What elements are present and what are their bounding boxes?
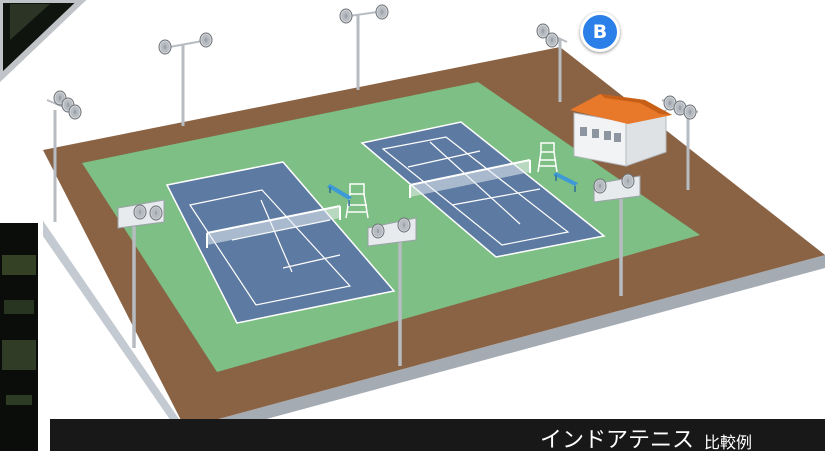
tennis-net-right [409, 159, 531, 198]
lighting-pole-icon [46, 89, 83, 222]
lighting-pole-icon [367, 216, 417, 366]
umpire-chair-icon [537, 142, 558, 173]
clubhouse-icon [570, 94, 672, 167]
bench-icon [327, 184, 352, 206]
lighting-pole-icon [157, 31, 214, 126]
lighting-pole-icon [117, 199, 165, 348]
photo-thumbnail-top-left [0, 0, 87, 83]
caption-title: インドアテニス [540, 428, 695, 451]
lighting-pole-icon [661, 94, 699, 190]
bench-icon [553, 172, 578, 192]
caption-subtitle: 比較例 [704, 433, 753, 451]
location-marker-badge: B [580, 12, 620, 52]
tennis-net-left [206, 205, 341, 248]
lighting-pole-icon [535, 22, 568, 102]
photo-thumbnail-left [0, 223, 38, 451]
caption-bar: インドアテニス 比較例 [50, 419, 825, 451]
lighting-pole-icon [338, 3, 390, 90]
lighting-pole-icon [592, 172, 641, 296]
